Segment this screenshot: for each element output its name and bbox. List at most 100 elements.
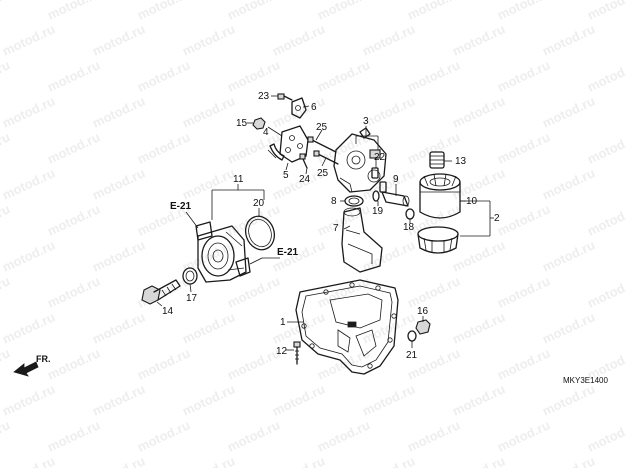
watermark-text: motod.ru <box>135 417 192 454</box>
callout-18[interactable]: 18 <box>403 222 415 233</box>
watermark-text: motod.ru <box>90 21 147 58</box>
callout-17[interactable]: 17 <box>186 293 198 304</box>
watermark-text: motod.ru <box>495 273 552 310</box>
watermark-text: motod.ru <box>450 93 507 130</box>
pipe-9-part[interactable] <box>381 191 410 207</box>
callout-25b[interactable]: 25 <box>317 168 329 179</box>
callout-23[interactable]: 23 <box>258 91 270 102</box>
oil-filter-part[interactable] <box>419 173 461 219</box>
watermark-text: motod.ru <box>540 381 597 418</box>
o-ring-19-part[interactable] <box>372 190 380 202</box>
watermark-text: motod.ru <box>180 237 237 274</box>
watermark-text: motod.ru <box>45 201 102 238</box>
watermark-text: motod.ru <box>495 345 552 382</box>
watermark-text: motod.ru <box>90 453 147 468</box>
callout-20[interactable]: 20 <box>253 198 265 209</box>
watermark-text: motod.ru <box>360 453 417 468</box>
callout-16[interactable]: 16 <box>417 306 429 317</box>
bolt-23-part[interactable] <box>277 93 293 101</box>
callout-8[interactable]: 8 <box>331 196 337 207</box>
callout-11[interactable]: 11 <box>233 174 244 185</box>
watermark-text: motod.ru <box>135 345 192 382</box>
bolt-14-part[interactable] <box>141 279 181 305</box>
callout-24[interactable]: 24 <box>299 174 311 185</box>
bolt-24-part[interactable] <box>299 153 308 169</box>
watermark-text: motod.ru <box>225 57 282 94</box>
callout-7[interactable]: 7 <box>333 223 339 234</box>
watermark-text: motod.ru <box>405 129 462 166</box>
oil-cooler-part[interactable] <box>195 221 251 283</box>
callout-6[interactable]: 6 <box>311 102 317 113</box>
watermark-text: motod.ru <box>45 417 102 454</box>
watermark-text: motod.ru <box>135 57 192 94</box>
callout-9[interactable]: 9 <box>393 174 399 185</box>
pump-rotor-part[interactable] <box>267 125 309 163</box>
watermark-text: motod.ru <box>180 93 237 130</box>
watermark-text: motod.ru <box>0 93 57 130</box>
filter-cap-part[interactable] <box>417 226 459 254</box>
callout-4[interactable]: 4 <box>263 127 269 138</box>
watermark-text: motod.ru <box>45 0 102 23</box>
callout-5[interactable]: 5 <box>283 170 289 181</box>
watermark-text: motod.ru <box>540 93 597 130</box>
watermark-text: motod.ru <box>450 309 507 346</box>
watermark-text: motod.ru <box>135 0 192 23</box>
washer-21-part[interactable] <box>407 330 417 342</box>
callout-15[interactable]: 15 <box>236 118 248 129</box>
watermark-text: motod.ru <box>360 309 417 346</box>
callout-14[interactable]: 14 <box>162 306 174 317</box>
watermark-text: motod.ru <box>0 0 12 23</box>
oil-pan-part[interactable] <box>295 279 399 375</box>
watermark-text: motod.ru <box>0 129 12 166</box>
bolt-12-part[interactable] <box>293 341 301 365</box>
bracket-6-part[interactable] <box>291 97 307 119</box>
watermark-text: motod.ru <box>0 273 12 310</box>
callout-2[interactable]: 2 <box>494 213 500 224</box>
bolt-25b-part[interactable] <box>313 150 339 165</box>
watermark-text: motod.ru <box>585 201 625 238</box>
watermark-text: motod.ru <box>540 21 597 58</box>
callout-12[interactable]: 12 <box>276 346 288 357</box>
callout-labels: 1 2 3 4 5 6 7 8 9 10 11 12 13 14 15 16 1… <box>162 91 500 361</box>
watermark-text: motod.ru <box>0 453 57 468</box>
callout-25a[interactable]: 25 <box>316 122 328 133</box>
callout-3[interactable]: 3 <box>363 116 369 127</box>
watermark-text: motod.ru <box>585 0 625 23</box>
direction-label: FR. <box>36 354 51 364</box>
leader-lines <box>156 95 494 351</box>
watermark-text: motod.ru <box>225 417 282 454</box>
front-direction-arrow: FR. <box>13 354 51 377</box>
relief-valve-13-part[interactable] <box>429 151 445 169</box>
watermark-text: motod.ru <box>495 417 552 454</box>
drain-bolt-16-part[interactable] <box>415 319 431 335</box>
ref-e21-top[interactable]: E-21 <box>170 201 192 212</box>
callout-19[interactable]: 19 <box>372 206 384 217</box>
callout-21[interactable]: 21 <box>406 350 418 361</box>
watermark-text: motod.ru <box>405 417 462 454</box>
watermark-text: motod.ru <box>450 237 507 274</box>
watermark-text: motod.ru <box>90 309 147 346</box>
o-ring-20-part[interactable] <box>241 212 279 254</box>
watermark-text: motod.ru <box>180 453 237 468</box>
watermark-text: motod.ru <box>180 21 237 58</box>
watermark-text: motod.ru <box>360 165 417 202</box>
watermark-text: motod.ru <box>90 93 147 130</box>
callout-22[interactable]: 22 <box>374 152 386 163</box>
callout-13[interactable]: 13 <box>455 156 467 167</box>
callout-1[interactable]: 1 <box>280 317 286 328</box>
watermark-text: motod.ru <box>495 201 552 238</box>
seal-8-part[interactable] <box>344 195 364 207</box>
watermark-text: motod.ru <box>495 0 552 23</box>
watermark-text: motod.ru <box>45 345 102 382</box>
nut-15-part[interactable] <box>252 117 266 130</box>
watermark-text: motod.ru <box>405 57 462 94</box>
watermark-text: motod.ru <box>540 237 597 274</box>
watermark-text: motod.ru <box>450 381 507 418</box>
callout-10[interactable]: 10 <box>466 196 478 207</box>
strainer-7-part[interactable] <box>341 207 383 273</box>
ref-e21-right[interactable]: E-21 <box>277 247 299 258</box>
o-ring-18-part[interactable] <box>405 208 415 220</box>
bolt-25a-part[interactable] <box>307 136 337 153</box>
watermark-text: motod.ru <box>315 0 372 23</box>
